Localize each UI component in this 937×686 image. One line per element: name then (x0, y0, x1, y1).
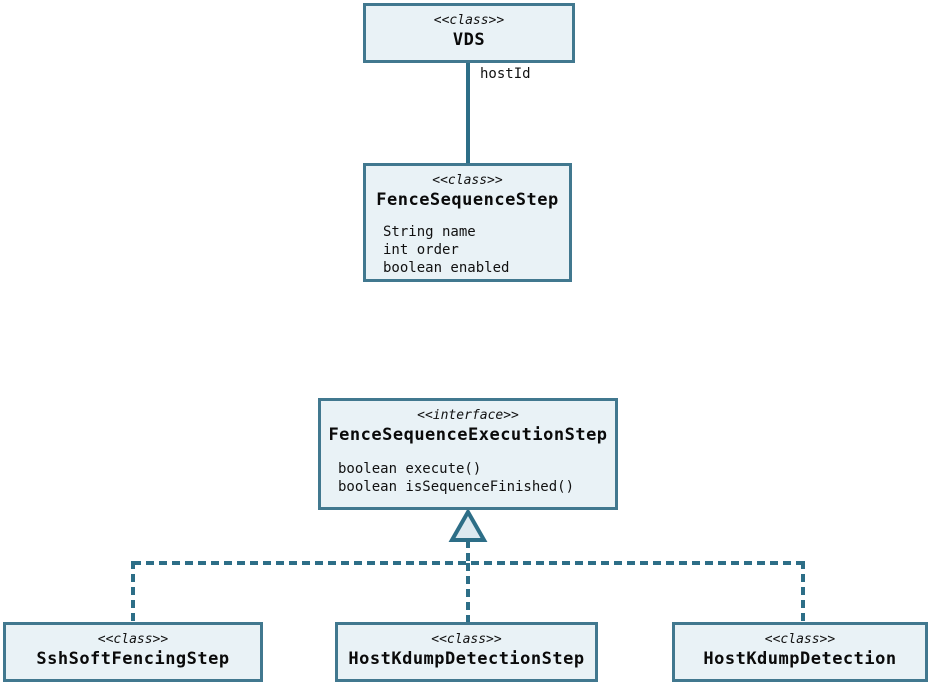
attribute-line: int order (383, 242, 459, 258)
stereotype-label: <<class>> (431, 632, 502, 647)
attribute-line: boolean enabled (383, 260, 510, 276)
method-line: boolean execute() (338, 461, 482, 477)
realization-edge-dashed (131, 540, 805, 624)
class-name: HostKdumpDetection (703, 649, 897, 669)
class-node-host-kdump-detection-step: <<class>> HostKdumpDetectionStep (335, 622, 598, 682)
class-node-host-kdump-detection: <<class>> HostKdumpDetection (672, 622, 928, 682)
attribute-line: String name (383, 224, 476, 240)
stereotype-label: <<class>> (432, 173, 503, 188)
class-name: FenceSequenceStep (376, 190, 559, 210)
class-node-vds: <<class>> VDS (363, 3, 575, 63)
class-node-fence-sequence-step: <<class>> FenceSequenceStep String name … (363, 163, 572, 282)
interface-name: FenceSequenceExecutionStep (328, 425, 608, 445)
method-line: boolean isSequenceFinished() (338, 479, 575, 495)
interface-node-fence-sequence-execution-step: <<interface>> FenceSequenceExecutionStep… (318, 398, 618, 510)
attribute-list: String name int order boolean enabled (366, 223, 569, 277)
association-label-hostid: hostId (480, 66, 531, 82)
stereotype-label: <<class>> (764, 632, 836, 647)
stereotype-label: <<class>> (97, 632, 169, 647)
method-list: boolean execute() boolean isSequenceFini… (321, 460, 615, 496)
stereotype-label: <<class>> (433, 13, 505, 28)
stereotype-label: <<interface>> (417, 408, 519, 423)
class-name: VDS (452, 30, 486, 50)
realization-arrowhead-icon (448, 507, 488, 542)
class-name: SshSoftFencingStep (36, 649, 230, 669)
class-name: HostKdumpDetectionStep (348, 649, 585, 669)
class-node-ssh-soft-fencing-step: <<class>> SshSoftFencingStep (3, 622, 263, 682)
